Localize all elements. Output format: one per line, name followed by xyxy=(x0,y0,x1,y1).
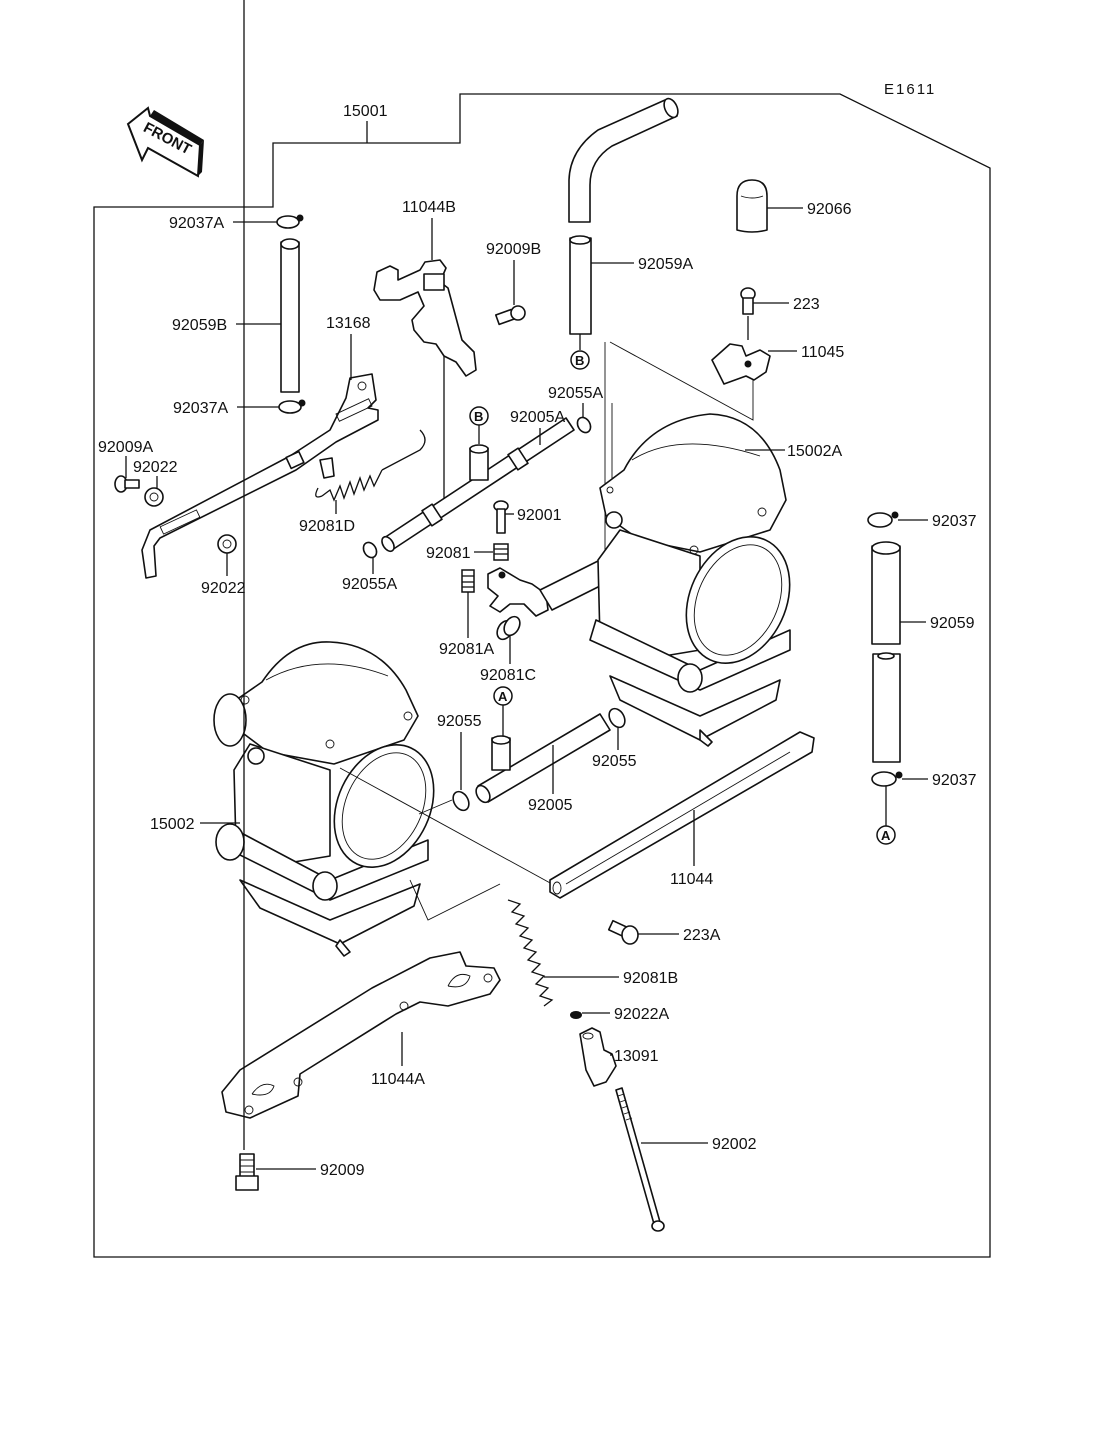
part-92081A-spring xyxy=(461,569,475,593)
marker-A-right: A xyxy=(876,825,896,845)
reference-code: E1611 xyxy=(884,81,936,98)
part-11044B-bracket xyxy=(373,259,477,377)
label-92002: 92002 xyxy=(712,1136,757,1153)
label-92055A-left: 92055A xyxy=(342,576,397,593)
part-92059-tube-upper xyxy=(871,541,901,645)
part-92081B-spring xyxy=(507,899,554,1007)
part-223-screw xyxy=(740,287,756,315)
label-92022A: 92022A xyxy=(614,1006,669,1023)
label-223A: 223A xyxy=(683,927,721,944)
label-92081D: 92081D xyxy=(299,518,355,535)
part-92081C-spring xyxy=(496,615,521,641)
part-92059B-tube xyxy=(280,238,300,393)
label-92005A: 92005A xyxy=(510,409,565,426)
label-15002: 15002 xyxy=(150,816,195,833)
label-15002A: 15002A xyxy=(787,443,842,460)
part-92037-clamp-lower xyxy=(871,771,903,787)
label-92081A: 92081A xyxy=(439,641,494,658)
part-92081-spring xyxy=(493,543,509,561)
part-13091-adjuster xyxy=(579,1027,617,1087)
label-92022-lower: 92022 xyxy=(201,580,246,597)
label-13168: 13168 xyxy=(326,315,371,332)
label-92081: 92081 xyxy=(426,545,471,562)
label-11045: 11045 xyxy=(801,344,844,361)
part-92001-screw xyxy=(493,500,509,534)
marker-A-fitting: A xyxy=(493,686,513,706)
assembly-outline xyxy=(93,93,991,1258)
label-92022-upper: 92022 xyxy=(133,459,178,476)
part-92022A-washer xyxy=(570,1011,582,1019)
label-223: 223 xyxy=(793,296,820,313)
part-11044-bracket xyxy=(549,731,815,899)
label-11044A: 11044A xyxy=(371,1071,425,1088)
label-92037A-low: 92037A xyxy=(173,400,228,417)
label-92055-right: 92055 xyxy=(592,753,637,770)
part-11045-clip xyxy=(711,343,771,385)
part-92002-screw xyxy=(615,1087,665,1232)
svg-text:A: A xyxy=(498,689,508,704)
svg-text:B: B xyxy=(474,409,483,424)
part-92059A-tube xyxy=(569,235,592,335)
part-92022-washer-lower xyxy=(217,534,237,554)
label-15001: 15001 xyxy=(343,103,388,120)
svg-text:B: B xyxy=(575,353,584,368)
part-choke-lever xyxy=(487,559,613,617)
part-15002A-carburetor-right xyxy=(589,413,791,747)
label-92037-upper: 92037 xyxy=(932,513,977,530)
part-223A-screw xyxy=(607,919,639,945)
part-92055-oring-right xyxy=(608,707,626,729)
label-92037-lower: 92037 xyxy=(932,772,977,789)
part-92066-cap xyxy=(736,179,768,233)
label-92059B: 92059B xyxy=(172,317,227,334)
part-92037A-top-clamp xyxy=(276,214,304,229)
label-92059A: 92059A xyxy=(638,256,693,273)
part-92009-bolt xyxy=(235,1153,259,1191)
part-15002-carburetor-left xyxy=(213,641,435,957)
front-arrow-icon: FRONT xyxy=(126,106,204,178)
part-92059-tube-lower xyxy=(872,652,901,763)
label-92081B: 92081B xyxy=(623,970,678,987)
part-11044A-bracket xyxy=(221,951,501,1119)
part-92037A-low-clamp xyxy=(278,399,306,414)
label-13091: 13091 xyxy=(614,1048,659,1065)
label-92055-left: 92055 xyxy=(437,713,482,730)
part-92005-fitting xyxy=(475,713,611,804)
part-92055A-oring-right xyxy=(576,416,592,434)
marker-B-fitting: B xyxy=(469,406,489,426)
label-92059: 92059 xyxy=(930,615,975,632)
label-92001: 92001 xyxy=(517,507,562,524)
label-92066: 92066 xyxy=(807,201,852,218)
part-92009B-screw xyxy=(494,305,526,326)
label-92037A-top: 92037A xyxy=(169,215,224,232)
marker-B-upper: B xyxy=(570,350,590,370)
part-92081D-spring xyxy=(315,429,426,502)
part-92059A-bent-tube xyxy=(568,97,679,223)
part-92005A-fitting xyxy=(381,417,575,553)
label-92009A: 92009A xyxy=(98,439,153,456)
label-92009B: 92009B xyxy=(486,241,541,258)
part-13168-link-plate xyxy=(141,373,379,579)
part-92022-washer-upper xyxy=(144,487,164,507)
part-92055-oring-left xyxy=(452,790,470,812)
label-11044B: 11044B xyxy=(402,199,456,216)
label-11044: 11044 xyxy=(670,871,713,888)
label-92055A-right: 92055A xyxy=(548,385,603,402)
svg-text:A: A xyxy=(881,828,891,843)
part-92009A-screw xyxy=(114,475,140,493)
label-92081C: 92081C xyxy=(480,667,536,684)
label-92009: 92009 xyxy=(320,1162,365,1179)
label-92005: 92005 xyxy=(528,797,573,814)
part-92055A-oring-left xyxy=(362,541,378,559)
part-92037-clamp-upper xyxy=(867,511,899,528)
